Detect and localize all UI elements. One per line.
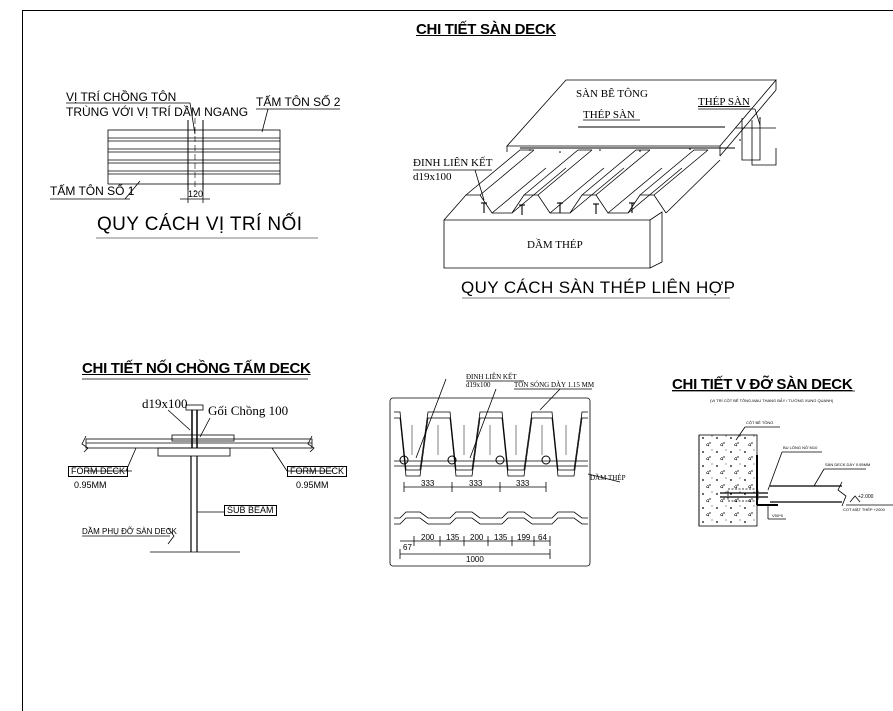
rib-dim-5: 199 [517,533,531,542]
rib-dim-2: 135 [446,533,460,542]
composite-floor-iso [413,79,777,299]
angle-support [672,390,893,527]
overlap-position-label-1: VỊ TRÍ CHỒNG TÔN [66,90,177,104]
angle-size-label: V50*5 [772,513,783,518]
rebar-top-label: THÉP SÀN [698,96,750,108]
level-label: +2.000 [858,494,874,500]
edge-dim: 67 [403,543,412,552]
form-deck-right-label: FORM DECK [287,466,347,477]
wall-label: CỘT BÊ TÔNG [746,420,774,425]
overlap-detail-title: CHI TIẾT NỐI CHỒNG TẤM DECK [82,360,311,377]
profile-beam-label: DẦM THÉP [590,474,626,482]
bolt-label: BU LÔNG NỞ M10 [783,445,818,450]
spacing-dim-1: 333 [421,479,435,488]
rib-dim-4: 135 [494,533,508,542]
stud-label-1: ĐINH LIÊN KẾT [413,157,493,169]
support-beam-label: DẦM PHỤ ĐỠ SÀN DECK [82,527,177,536]
overlap-section [81,378,333,553]
thickness-right-label: 0.95MM [296,480,329,490]
steel-beam-label: DẦM THÉP [527,239,583,251]
composite-floor-caption: QUY CÁCH SÀN THÉP LIÊN HỢP [461,278,736,297]
rebar-mid-label: THÉP SÀN [583,109,635,121]
angle-support-note: (VỊ TRÍ CỘT BÊ TÔNG,MAU THANG BẤY / TƯỜN… [710,398,834,403]
thickness-left-label: 0.95MM [74,480,107,490]
sub-beam-label: SUB BEAM [224,505,277,516]
deck-profile [389,378,621,567]
deck-label: SÀN DECK DÀY 0.95MM [825,462,871,467]
overlap-position-label-2: TRÙNG VỚI VỊ TRÍ DẦM NGANG [66,105,249,119]
sheet-2-label: TẤM TÔN SỐ 2 [256,95,341,109]
joint-position-plan [50,102,340,239]
angle-support-title: CHI TIẾT V ĐỠ SÀN DECK [672,376,853,393]
spacing-dim-2: 333 [469,479,483,488]
level-note: COT MẶT THÉP +2000 [843,507,885,512]
main-title: CHI TIẾT SÀN DECK [416,21,556,38]
stud-label-2: d19x100 [413,171,452,183]
form-deck-left-label: FORM DECK [68,466,128,477]
drawing-frame [22,10,893,711]
sheet-1-label: TẤM TÔN SỐ 1 [50,184,135,198]
concrete-slab-label: SÀN BÊ TÔNG [576,88,648,100]
spacing-dim-3: 333 [516,479,530,488]
profile-stud-label-2: d19x100 [466,381,491,389]
rib-dim-3: 200 [470,533,484,542]
rib-dim-6: 64 [538,533,547,542]
overlap-dimension: 120 [188,189,204,199]
total-width-dim: 1000 [466,555,484,564]
overlap-stud-label: d19x100 [142,396,188,411]
overlap-length-label: Gối Chồng 100 [208,403,289,418]
joint-position-caption: QUY CÁCH VỊ TRÍ NỐI [97,214,303,235]
profile-stud-label-1: ĐINH LIÊN KẾT [466,373,517,381]
sheet-thickness-label: TÔN SÓNG DÀY 1.15 MM [514,381,595,389]
rib-dim-1: 200 [421,533,435,542]
